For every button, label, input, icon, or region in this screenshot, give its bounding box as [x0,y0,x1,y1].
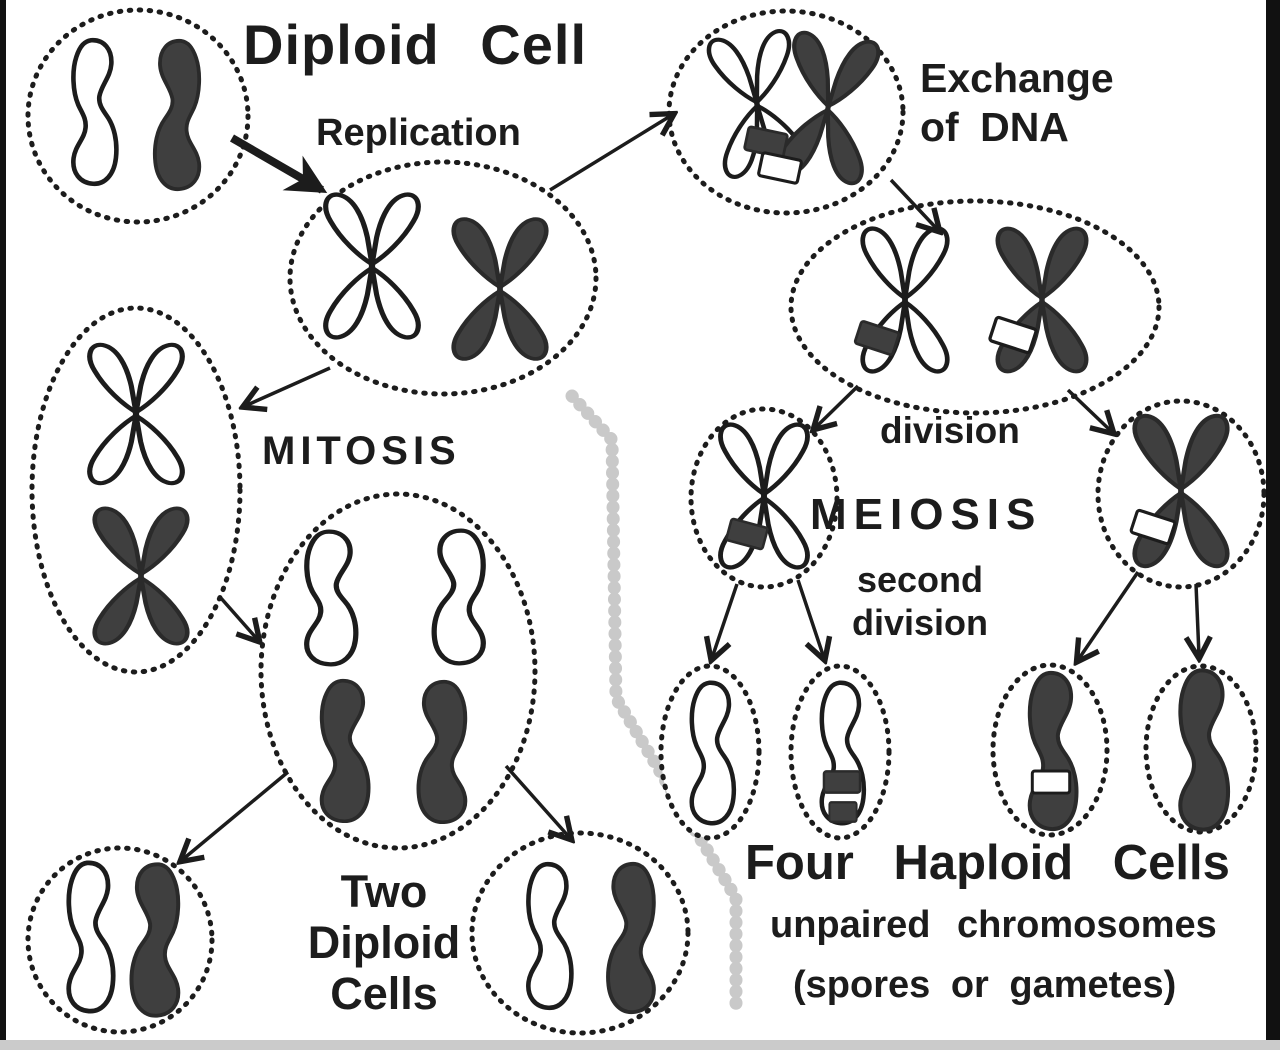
arrow-meiosis2-to-haploid1 [712,583,739,658]
unpaired-chromosomes-label: unpaired chromosomes [770,904,1217,946]
four-haploid-cells-label: Four Haploid Cells [745,836,1230,890]
first-division-label: division [880,410,1020,451]
arrow-diploid-to-replication [229,134,328,194]
spores-or-gametes-label: (spores or gametes) [793,964,1177,1006]
diploid-daughter-right-outline [469,830,691,1036]
arrow-meiosis1-to-right [1066,388,1112,432]
second-division-line2: division [851,602,989,643]
replication-label: Replication [316,112,521,154]
diploid-daughter-left-outline [25,845,215,1035]
haploid2-dark-tip-icon [828,801,858,823]
right-border [1266,0,1280,1050]
arrow-replication-to-mitosis [245,366,331,406]
arrow-meiosis2-to-haploid2 [796,579,824,658]
arrow-mitosis-to-daughter-left [182,770,290,860]
haploid3-light-band-icon [1030,769,1072,795]
arrow-meiosis1-to-left [815,384,860,428]
mitosis-prophase-cell-outline [29,305,243,675]
arrow-mitosis-prophase-to-anaphase [218,595,258,640]
two-diploid-line2: Diploid [307,917,461,968]
arrow-replication-to-exchange [549,115,672,192]
two-diploid-line3: Cells [330,968,438,1019]
meiosis-mother-cell-outline [788,198,1162,416]
diploid-cell-outline [25,7,251,225]
haploid2-dark-band-icon [822,770,862,794]
left-border [0,0,6,1050]
exchange-line2: of DNA [920,104,1069,150]
bottom-border [0,1040,1280,1050]
arrow-meiosis2-to-haploid3 [1078,571,1140,660]
two-diploid-line1: Two [340,866,428,917]
arrow-mitosis-to-daughter-right [504,764,570,838]
exchange-line1: Exchange [920,55,1114,101]
second-division-line1: second [856,559,984,600]
mitosis-anaphase-cell-outline [258,491,538,851]
meiosis-title: MEIOSIS [810,490,1043,539]
branch-divider-dotted-line [565,389,743,1012]
diploid-cell-label: Diploid Cell [243,13,587,76]
arrow-exchange-to-meiosis1 [889,178,938,230]
mitosis-title: MITOSIS [262,429,461,473]
arrow-meiosis2-to-haploid4 [1196,583,1199,656]
